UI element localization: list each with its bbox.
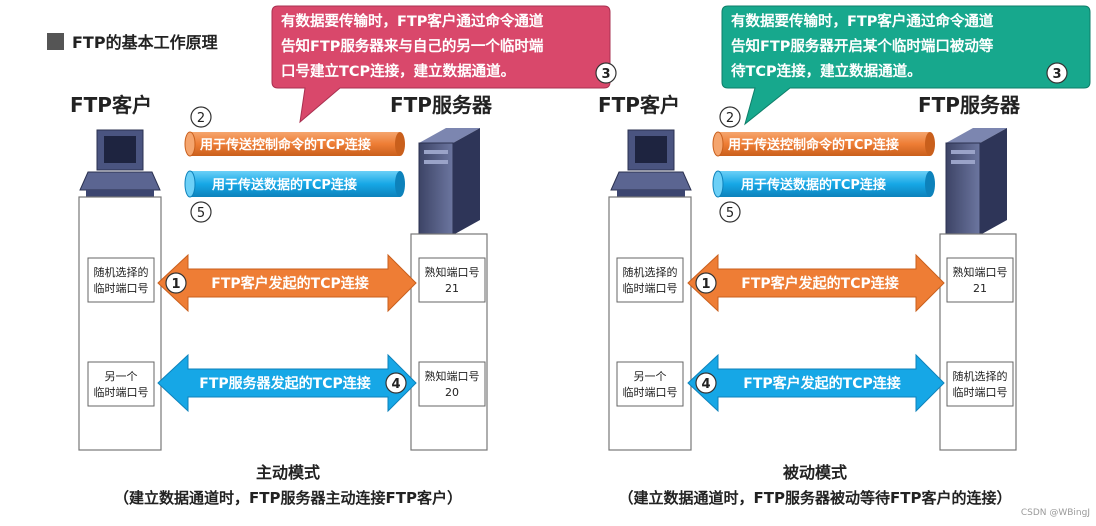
passive-callout-line-1: 有数据要传输时，FTP客户通过命令通道 (731, 12, 994, 30)
passive-client-port-1: 随机选择的 临时端口号 (616, 257, 684, 303)
passive-step-2-badge (719, 106, 741, 128)
passive-mode-title: 被动模式 (783, 463, 847, 482)
active-client-port-2: 另一个 临时端口号 (87, 361, 155, 407)
svg-text:随机选择的: 随机选择的 (94, 265, 149, 279)
active-callout-line-3: 口号建立TCP连接，建立数据通道。 (281, 62, 515, 80)
active-callout-line-1: 有数据要传输时，FTP客户通过命令通道 (281, 12, 544, 30)
passive-callout-line-2: 告知FTP服务器开启某个临时端口被动等 (731, 37, 994, 55)
passive-mode-panel: 有数据要传输时，FTP客户通过命令通道 告知FTP服务器开启某个临时端口被动等 … (598, 5, 1091, 507)
active-arrow-2: 4 FTP服务器发起的TCP连接 (157, 353, 417, 413)
passive-arrow-2-label: FTP客户发起的TCP连接 (743, 375, 900, 392)
title-square-icon (47, 33, 64, 50)
passive-server-port-2: 随机选择的 临时端口号 (946, 361, 1014, 407)
active-mode-desc: （建立数据通道时，FTP服务器主动连接FTP客户） (114, 489, 462, 507)
passive-arrow-2: 4 FTP客户发起的TCP连接 (687, 353, 945, 413)
passive-client-label: FTP客户 (598, 93, 680, 117)
svg-text:临时端口号: 临时端口号 (623, 281, 678, 295)
watermark: CSDN @WBingJ (1021, 508, 1090, 518)
passive-step-3-num: 3 (1052, 67, 1061, 82)
active-data-pipe-label: 用于传送数据的TCP连接 (211, 177, 357, 193)
page-title: FTP的基本工作原理 (72, 33, 218, 52)
active-callout-line-2: 告知FTP服务器来与自己的另一个临时端 (281, 37, 544, 55)
svg-text:熟知端口号: 熟知端口号 (425, 369, 480, 383)
passive-step-4-num: 4 (701, 377, 710, 392)
active-client-port-1: 随机选择的 临时端口号 (87, 257, 155, 303)
active-mode-panel: 有数据要传输时，FTP客户通过命令通道 告知FTP服务器来与自己的另一个临时端 … (70, 5, 617, 507)
active-control-pipe-label: 用于传送控制命令的TCP连接 (199, 137, 371, 153)
active-data-pipe: 用于传送数据的TCP连接 (184, 170, 405, 198)
svg-text:熟知端口号: 熟知端口号 (953, 265, 1008, 279)
passive-step-5-num: 5 (726, 206, 734, 221)
active-mode-title: 主动模式 (256, 463, 320, 482)
active-client-label: FTP客户 (70, 93, 152, 117)
svg-text:另一个: 另一个 (634, 370, 667, 383)
passive-step-5-badge (719, 201, 741, 223)
active-step-5-badge (190, 201, 212, 223)
active-step-1-num: 1 (171, 277, 180, 292)
active-step-3-num: 3 (601, 67, 610, 82)
passive-mode-desc: （建立数据通道时，FTP服务器被动等待FTP客户的连接） (619, 489, 1012, 507)
svg-text:临时端口号: 临时端口号 (94, 385, 149, 399)
active-server-tower-icon (418, 128, 480, 236)
active-client-computer-icon (79, 129, 161, 198)
passive-arrow-1: 1 FTP客户发起的TCP连接 (687, 253, 945, 313)
passive-data-pipe: 用于传送数据的TCP连接 (712, 170, 935, 198)
active-step-5-num: 5 (197, 206, 205, 221)
passive-client-column (608, 196, 692, 451)
svg-text:随机选择的: 随机选择的 (953, 369, 1008, 383)
passive-callout: 有数据要传输时，FTP客户通过命令通道 告知FTP服务器开启某个临时端口被动等 … (721, 5, 1091, 126)
active-server-port-1: 熟知端口号 21 (418, 257, 486, 303)
passive-client-computer-icon (610, 129, 692, 198)
svg-text:另一个: 另一个 (105, 370, 138, 383)
passive-callout-line-3: 待TCP连接，建立数据通道。 (731, 62, 922, 80)
passive-server-label: FTP服务器 (918, 93, 1021, 117)
passive-control-pipe-label: 用于传送控制命令的TCP连接 (727, 137, 899, 153)
active-step-4-num: 4 (391, 377, 400, 392)
passive-data-pipe-label: 用于传送数据的TCP连接 (740, 177, 886, 193)
active-step-3-badge (595, 62, 617, 84)
active-server-label: FTP服务器 (390, 93, 493, 117)
svg-text:临时端口号: 临时端口号 (953, 385, 1008, 399)
active-arrow-1-label: FTP客户发起的TCP连接 (211, 275, 368, 292)
svg-text:21: 21 (445, 282, 459, 295)
svg-text:熟知端口号: 熟知端口号 (425, 265, 480, 279)
active-step-2-num: 2 (197, 111, 205, 126)
active-control-pipe: 用于传送控制命令的TCP连接 (184, 131, 405, 157)
active-arrow-1: 1 FTP客户发起的TCP连接 (157, 253, 417, 313)
passive-control-pipe: 用于传送控制命令的TCP连接 (712, 131, 935, 157)
passive-step-1-num: 1 (701, 277, 710, 292)
active-client-column (78, 196, 162, 451)
active-arrow-2-label: FTP服务器发起的TCP连接 (199, 375, 370, 392)
passive-server-tower-icon (945, 128, 1007, 236)
passive-client-port-2: 另一个 临时端口号 (616, 361, 684, 407)
passive-step-2-num: 2 (726, 111, 734, 126)
svg-text:临时端口号: 临时端口号 (623, 385, 678, 399)
svg-text:随机选择的: 随机选择的 (623, 265, 678, 279)
svg-text:20: 20 (445, 386, 459, 399)
passive-step-3-badge (1046, 62, 1068, 84)
svg-text:21: 21 (973, 282, 987, 295)
passive-server-port-1: 熟知端口号 21 (946, 257, 1014, 303)
active-step-2-badge (190, 106, 212, 128)
active-callout: 有数据要传输时，FTP客户通过命令通道 告知FTP服务器来与自己的另一个临时端 … (271, 5, 617, 124)
svg-text:临时端口号: 临时端口号 (94, 281, 149, 295)
active-server-port-2: 熟知端口号 20 (418, 361, 486, 407)
passive-arrow-1-label: FTP客户发起的TCP连接 (741, 275, 898, 292)
